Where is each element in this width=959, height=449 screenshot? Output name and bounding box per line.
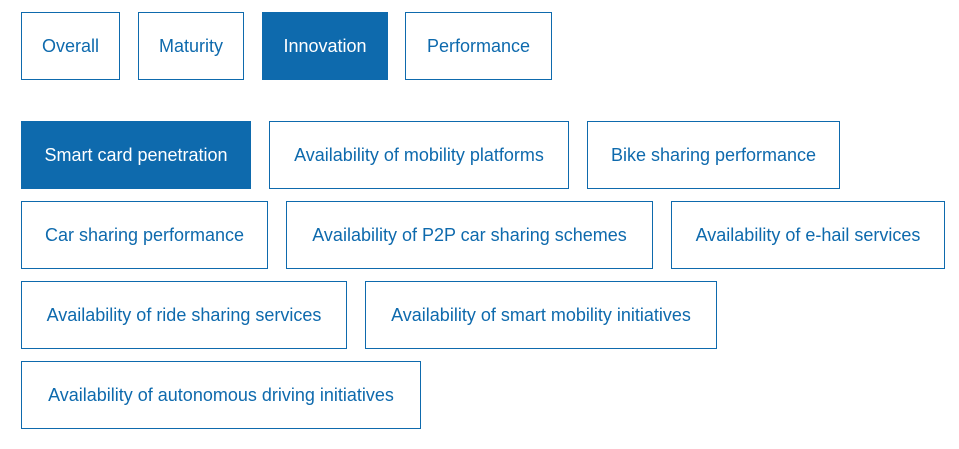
- indicator-p2p-car-sharing[interactable]: Availability of P2P car sharing schemes: [286, 201, 653, 269]
- indicator-mobility-platforms[interactable]: Availability of mobility platforms: [269, 121, 569, 189]
- indicator-bike-sharing-performance[interactable]: Bike sharing performance: [587, 121, 840, 189]
- indicator-smart-mobility-initiatives[interactable]: Availability of smart mobility initiativ…: [365, 281, 717, 349]
- indicator-e-hail-services[interactable]: Availability of e-hail services: [671, 201, 945, 269]
- tab-performance[interactable]: Performance: [405, 12, 552, 80]
- indicator-autonomous-driving-initiatives[interactable]: Availability of autonomous driving initi…: [21, 361, 421, 429]
- tab-overall[interactable]: Overall: [21, 12, 120, 80]
- indicator-car-sharing-performance[interactable]: Car sharing performance: [21, 201, 268, 269]
- tab-maturity[interactable]: Maturity: [138, 12, 244, 80]
- indicator-smart-card-penetration[interactable]: Smart card penetration: [21, 121, 251, 189]
- tab-innovation[interactable]: Innovation: [262, 12, 388, 80]
- indicator-ride-sharing-services[interactable]: Availability of ride sharing services: [21, 281, 347, 349]
